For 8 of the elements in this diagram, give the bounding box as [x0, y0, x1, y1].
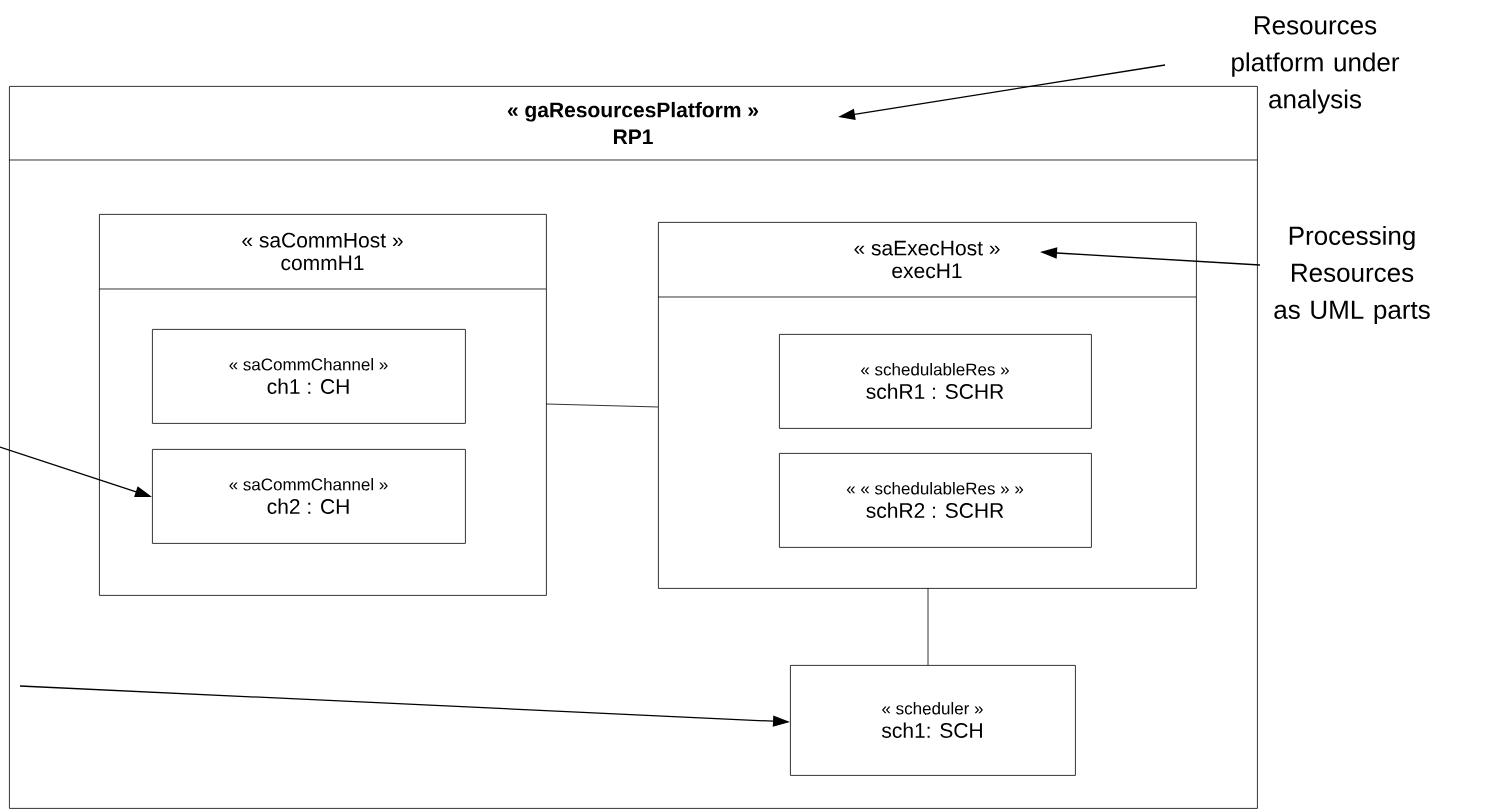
part-box: « schedulableRes » schR1 : SCHR [779, 334, 1092, 429]
connector-line [927, 587, 929, 666]
part-box: « saCommChannel » ch2 : CH [152, 449, 466, 544]
connector-line [545, 403, 659, 408]
annotation-text: Processing Resources as UML parts [1274, 225, 1430, 325]
part-box: « saCommChannel » ch1 : CH [152, 329, 466, 424]
part-box: « scheduler » sch1: SCH [790, 665, 1076, 776]
part-box: « « schedulableRes » » schR2 : SCHR [779, 453, 1092, 548]
